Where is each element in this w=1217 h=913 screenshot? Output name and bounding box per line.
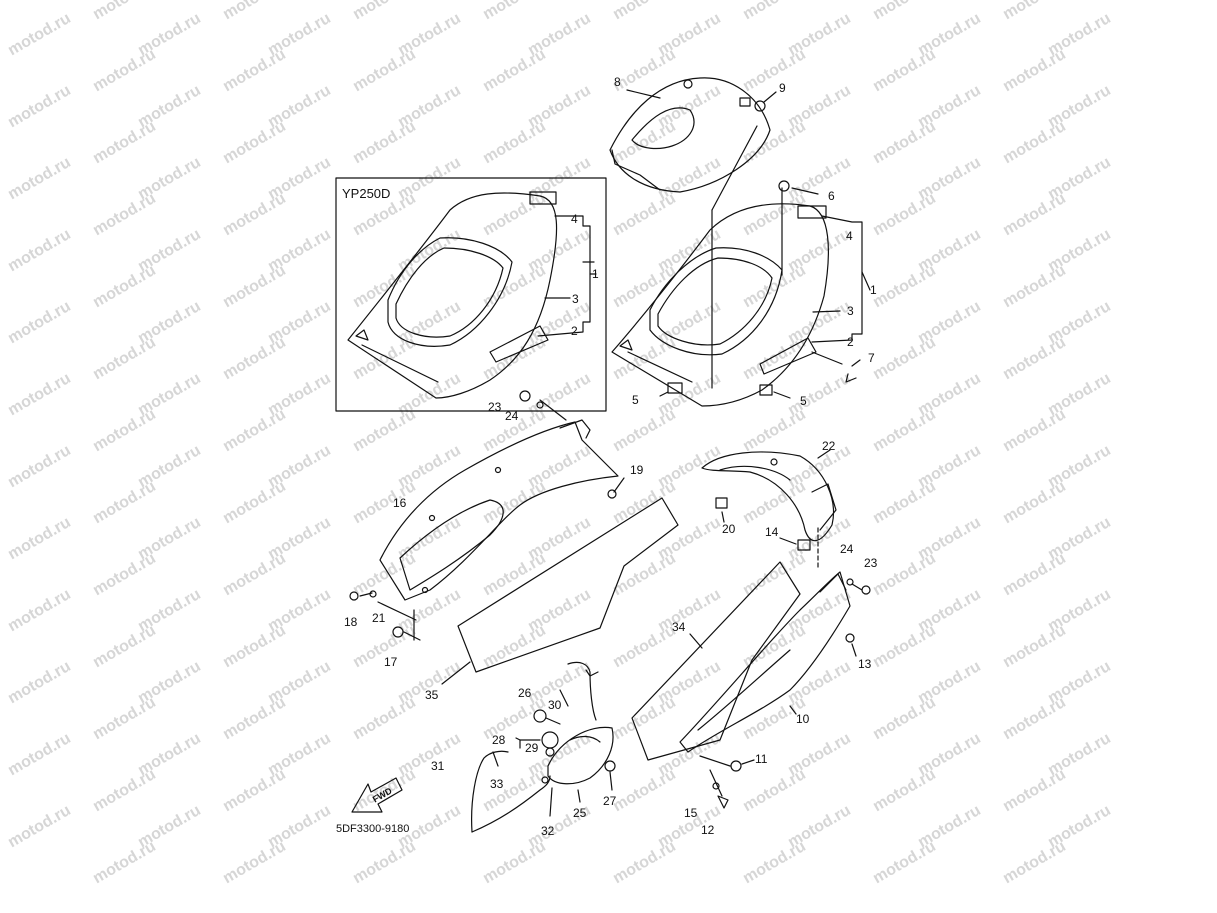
part-35-sheet	[457, 497, 679, 673]
fwd-arrow-icon	[351, 777, 403, 813]
callout-35: 35	[425, 688, 439, 702]
inset-title: YP250D	[342, 186, 391, 201]
part-34-sheet	[631, 561, 801, 761]
leader	[361, 344, 439, 383]
callout-13: 13	[858, 657, 872, 671]
part-26-cap	[533, 709, 547, 723]
callout-24-right: 24	[840, 542, 854, 556]
callout-33: 33	[490, 777, 504, 791]
part-22-guard	[701, 451, 837, 542]
part-8-cover	[609, 77, 771, 193]
callout-18: 18	[344, 615, 358, 629]
callout-16: 16	[393, 496, 407, 510]
callout-20: 20	[722, 522, 736, 536]
part-1-side-cover	[611, 203, 829, 407]
callout-21: 21	[372, 611, 386, 625]
callout-8: 8	[614, 75, 621, 89]
callout-19: 19	[630, 463, 644, 477]
document-number: 5DF3300-9180	[336, 823, 410, 835]
callout-2-inset: 2	[571, 324, 578, 338]
callout-28: 28	[492, 733, 506, 747]
callout-31: 31	[431, 759, 445, 773]
inset-side-cover	[347, 191, 558, 399]
callout-30: 30	[548, 698, 562, 712]
callout-3: 3	[847, 304, 854, 318]
callout-9: 9	[779, 81, 786, 95]
callout-2: 2	[847, 335, 854, 349]
callout-32: 32	[541, 824, 555, 838]
callout-34: 34	[672, 620, 686, 634]
callout-3-inset: 3	[572, 292, 579, 306]
callout-5-left: 5	[632, 393, 639, 407]
callout-6: 6	[828, 189, 835, 203]
callout-11: 11	[755, 752, 768, 766]
callout-15: 15	[684, 806, 698, 820]
callout-22: 22	[822, 439, 836, 453]
callout-25: 25	[573, 806, 587, 820]
inset-frame	[335, 177, 607, 412]
part-25-reservoir	[547, 726, 614, 785]
callout-17: 17	[384, 655, 398, 669]
callout-14: 14	[765, 525, 779, 539]
part-10-cover	[679, 571, 851, 753]
part-31-hose	[471, 750, 509, 833]
callout-24-left: 24	[505, 409, 519, 423]
callout-1: 1	[870, 283, 877, 297]
callout-29: 29	[525, 741, 539, 755]
callout-26: 26	[518, 686, 532, 700]
callout-27: 27	[603, 794, 617, 808]
callout-1-inset: 1	[592, 267, 599, 281]
callout-7: 7	[868, 351, 875, 365]
part-30-hose	[567, 661, 597, 721]
part-16-cover	[379, 419, 619, 601]
callout-12: 12	[701, 823, 715, 837]
callout-23-left: 23	[488, 400, 502, 414]
callout-4: 4	[846, 229, 853, 243]
callout-5-right: 5	[800, 394, 807, 408]
callout-10: 10	[796, 712, 810, 726]
callout-23-right: 23	[864, 556, 878, 570]
callout-4-inset: 4	[571, 212, 578, 226]
